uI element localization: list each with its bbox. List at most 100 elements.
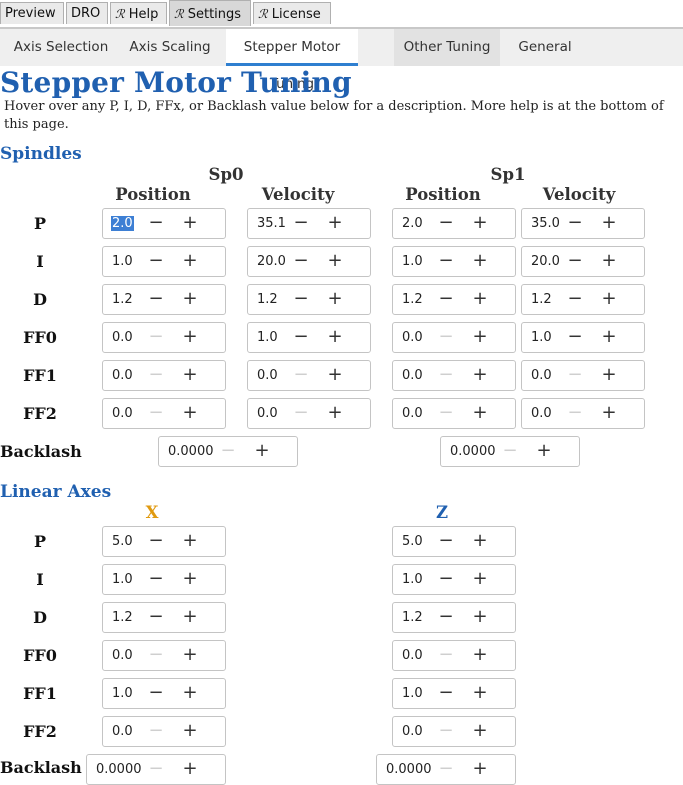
increment-button[interactable]: + bbox=[327, 326, 343, 347]
tab-axis-selection[interactable]: Axis Selection bbox=[8, 29, 114, 66]
value-input[interactable]: 0.0 bbox=[112, 330, 133, 345]
increment-button[interactable]: + bbox=[472, 568, 488, 589]
increment-button[interactable]: + bbox=[327, 250, 343, 271]
decrement-button[interactable]: − bbox=[438, 606, 454, 627]
tab-dro[interactable]: DRO bbox=[66, 2, 108, 24]
increment-button[interactable]: + bbox=[472, 606, 488, 627]
increment-button[interactable]: + bbox=[182, 364, 198, 385]
increment-button[interactable]: + bbox=[182, 568, 198, 589]
increment-button[interactable]: + bbox=[327, 288, 343, 309]
increment-button[interactable]: + bbox=[182, 212, 198, 233]
increment-button[interactable]: + bbox=[254, 440, 270, 461]
decrement-button[interactable]: − bbox=[567, 326, 583, 347]
increment-button[interactable]: + bbox=[182, 644, 198, 665]
tab-help[interactable]: ℛ Help bbox=[110, 2, 167, 24]
value-input[interactable]: 1.2 bbox=[112, 292, 133, 307]
value-input[interactable]: 1.2 bbox=[257, 292, 278, 307]
value-input[interactable]: 0.0 bbox=[112, 406, 133, 421]
decrement-button[interactable]: − bbox=[148, 288, 164, 309]
decrement-button[interactable]: − bbox=[293, 212, 309, 233]
value-input[interactable]: 0.0 bbox=[402, 368, 423, 383]
decrement-button[interactable]: − bbox=[438, 530, 454, 551]
increment-button[interactable]: + bbox=[182, 606, 198, 627]
increment-button[interactable]: + bbox=[601, 326, 617, 347]
value-input[interactable]: 5.0 bbox=[402, 534, 423, 549]
increment-button[interactable]: + bbox=[472, 402, 488, 423]
decrement-button[interactable]: − bbox=[438, 288, 454, 309]
increment-button[interactable]: + bbox=[182, 530, 198, 551]
value-input[interactable]: 0.0000 bbox=[168, 444, 214, 459]
value-input[interactable]: 0.0 bbox=[531, 368, 552, 383]
value-input[interactable]: 0.0 bbox=[257, 406, 278, 421]
value-input[interactable]: 35.0 bbox=[531, 216, 560, 231]
increment-button[interactable]: + bbox=[472, 364, 488, 385]
value-input[interactable]: 0.0000 bbox=[386, 762, 432, 777]
decrement-button[interactable]: − bbox=[148, 250, 164, 271]
value-input[interactable]: 5.0 bbox=[112, 534, 133, 549]
tab-settings[interactable]: ℛ Settings bbox=[169, 0, 251, 26]
value-input[interactable]: 1.0 bbox=[402, 572, 423, 587]
increment-button[interactable]: + bbox=[601, 288, 617, 309]
increment-button[interactable]: + bbox=[472, 720, 488, 741]
increment-button[interactable]: + bbox=[182, 758, 198, 779]
decrement-button[interactable]: − bbox=[438, 682, 454, 703]
value-input[interactable]: 1.2 bbox=[402, 610, 423, 625]
increment-button[interactable]: + bbox=[327, 212, 343, 233]
increment-button[interactable]: + bbox=[472, 758, 488, 779]
increment-button[interactable]: + bbox=[472, 288, 488, 309]
increment-button[interactable]: + bbox=[601, 364, 617, 385]
decrement-button[interactable]: − bbox=[567, 212, 583, 233]
value-input[interactable]: 0.0000 bbox=[96, 762, 142, 777]
decrement-button[interactable]: − bbox=[148, 606, 164, 627]
increment-button[interactable]: + bbox=[472, 682, 488, 703]
value-input[interactable]: 1.0 bbox=[257, 330, 278, 345]
increment-button[interactable]: + bbox=[472, 530, 488, 551]
increment-button[interactable]: + bbox=[472, 250, 488, 271]
increment-button[interactable]: + bbox=[182, 682, 198, 703]
value-input[interactable]: 0.0 bbox=[112, 368, 133, 383]
decrement-button[interactable]: − bbox=[293, 288, 309, 309]
value-input[interactable]: 2.0 bbox=[402, 216, 423, 231]
value-input[interactable]: 1.0 bbox=[112, 254, 133, 269]
value-input[interactable]: 0.0 bbox=[112, 724, 133, 739]
increment-button[interactable]: + bbox=[182, 250, 198, 271]
increment-button[interactable]: + bbox=[472, 212, 488, 233]
decrement-button[interactable]: − bbox=[148, 682, 164, 703]
tab-other-tuning[interactable]: Other Tuning bbox=[394, 29, 500, 66]
increment-button[interactable]: + bbox=[536, 440, 552, 461]
increment-button[interactable]: + bbox=[472, 326, 488, 347]
value-input[interactable]: 1.0 bbox=[402, 254, 423, 269]
decrement-button[interactable]: − bbox=[438, 568, 454, 589]
decrement-button[interactable]: − bbox=[148, 530, 164, 551]
tab-general[interactable]: General bbox=[510, 29, 580, 66]
value-input[interactable]: 1.0 bbox=[112, 686, 133, 701]
decrement-button[interactable]: − bbox=[567, 250, 583, 271]
value-input[interactable]: 20.0 bbox=[257, 254, 286, 269]
increment-button[interactable]: + bbox=[601, 250, 617, 271]
value-input[interactable]: 1.0 bbox=[112, 572, 133, 587]
tab-preview[interactable]: Preview bbox=[0, 2, 64, 24]
value-input[interactable]: 1.2 bbox=[112, 610, 133, 625]
tab-stepper-motor-tuning[interactable]: Stepper Motor Tuning bbox=[226, 29, 358, 92]
value-input[interactable]: 1.2 bbox=[531, 292, 552, 307]
decrement-button[interactable]: − bbox=[293, 250, 309, 271]
decrement-button[interactable]: − bbox=[438, 250, 454, 271]
value-input[interactable]: 0.0 bbox=[257, 368, 278, 383]
increment-button[interactable]: + bbox=[182, 326, 198, 347]
value-input[interactable]: 2.0 bbox=[111, 216, 134, 231]
increment-button[interactable]: + bbox=[472, 644, 488, 665]
increment-button[interactable]: + bbox=[182, 720, 198, 741]
value-input[interactable]: 0.0 bbox=[402, 648, 423, 663]
increment-button[interactable]: + bbox=[327, 402, 343, 423]
value-input[interactable]: 0.0 bbox=[402, 724, 423, 739]
value-input[interactable]: 0.0 bbox=[402, 330, 423, 345]
increment-button[interactable]: + bbox=[601, 402, 617, 423]
increment-button[interactable]: + bbox=[182, 288, 198, 309]
increment-button[interactable]: + bbox=[327, 364, 343, 385]
value-input[interactable]: 0.0 bbox=[402, 406, 423, 421]
value-input[interactable]: 20.0 bbox=[531, 254, 560, 269]
decrement-button[interactable]: − bbox=[148, 568, 164, 589]
decrement-button[interactable]: − bbox=[567, 288, 583, 309]
value-input[interactable]: 0.0 bbox=[112, 648, 133, 663]
value-input[interactable]: 0.0000 bbox=[450, 444, 496, 459]
